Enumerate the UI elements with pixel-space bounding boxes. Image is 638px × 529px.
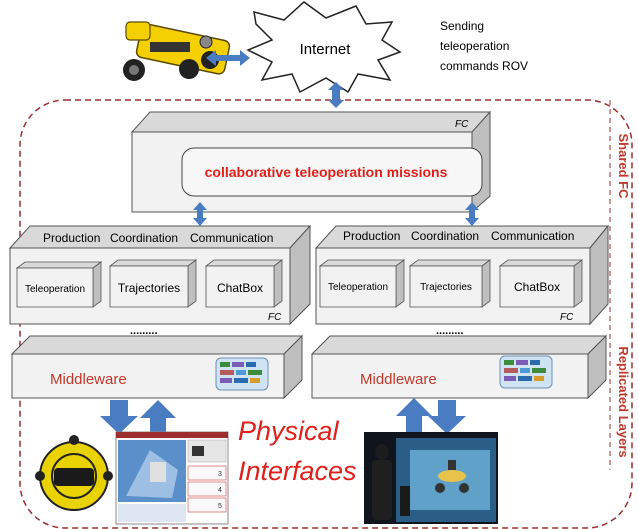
right-header-coordination: Coordination xyxy=(411,229,479,243)
screen-number-4: 4 xyxy=(218,487,222,494)
right-middleware-thumbnail xyxy=(499,355,553,389)
right-header-communication: Communication xyxy=(491,229,574,243)
right-teleoperation-label: Teleoperation xyxy=(328,282,388,293)
right-chatbox-label: ChatBox xyxy=(514,280,560,294)
fc-module-arrows xyxy=(193,202,479,226)
left-teleoperation-label: Teleoperation xyxy=(25,284,85,295)
left-header-coordination: Coordination xyxy=(110,231,178,245)
internet-fc-arrow xyxy=(328,82,344,108)
screen-number-3: 3 xyxy=(218,471,222,478)
left-io-arrows xyxy=(100,400,176,434)
left-teleoperation-box xyxy=(15,261,103,308)
left-chatbox-label: ChatBox xyxy=(217,281,263,295)
right-header-production: Production xyxy=(343,229,400,243)
sending-note-line-1: Sending xyxy=(440,19,484,33)
right-chatbox-box xyxy=(498,259,584,308)
rov-internet-arrow xyxy=(206,50,250,66)
left-chatbox-box xyxy=(204,259,284,308)
right-trajectories-box xyxy=(408,259,492,308)
right-middleware-label: Middleware xyxy=(360,371,437,388)
left-header-communication: Communication xyxy=(190,231,273,245)
mission-box xyxy=(181,147,483,197)
interfaces-label: Interfaces xyxy=(238,456,357,486)
left-ellipsis: ......... xyxy=(130,325,158,337)
mission-label: collaborative teleoperation missions xyxy=(205,164,448,180)
right-middleware-box xyxy=(310,334,608,400)
sending-note-line-3: commands ROV xyxy=(440,59,528,73)
left-header-production: Production xyxy=(43,231,100,245)
screen-number-5: 5 xyxy=(218,503,222,510)
right-io-arrows xyxy=(396,398,466,434)
replicated-layers-side-label: Replicated Layers xyxy=(616,346,631,457)
right-ellipsis: ......... xyxy=(436,325,464,337)
physical-label: Physical xyxy=(238,416,340,446)
spherical-robot-image xyxy=(35,435,113,511)
left-trajectories-box xyxy=(108,259,198,308)
internet-starburst xyxy=(246,1,402,94)
software-screenshot-image xyxy=(115,431,229,525)
internet-label: Internet xyxy=(300,41,352,58)
right-trajectories-label: Trajectories xyxy=(420,282,472,293)
right-module-fc-label: FC xyxy=(560,312,574,323)
left-middleware-label: Middleware xyxy=(50,371,127,388)
left-middleware-thumbnail xyxy=(215,357,269,391)
right-teleoperation-box xyxy=(318,259,406,308)
immersive-room-photo xyxy=(364,432,498,524)
left-module-fc-label: FC xyxy=(268,312,282,323)
left-trajectories-label: Trajectories xyxy=(118,281,180,295)
sending-note-line-2: teleoperation xyxy=(440,39,509,53)
shared-fc-label: FC xyxy=(455,119,469,130)
shared-fc-side-label: Shared FC xyxy=(616,133,631,199)
